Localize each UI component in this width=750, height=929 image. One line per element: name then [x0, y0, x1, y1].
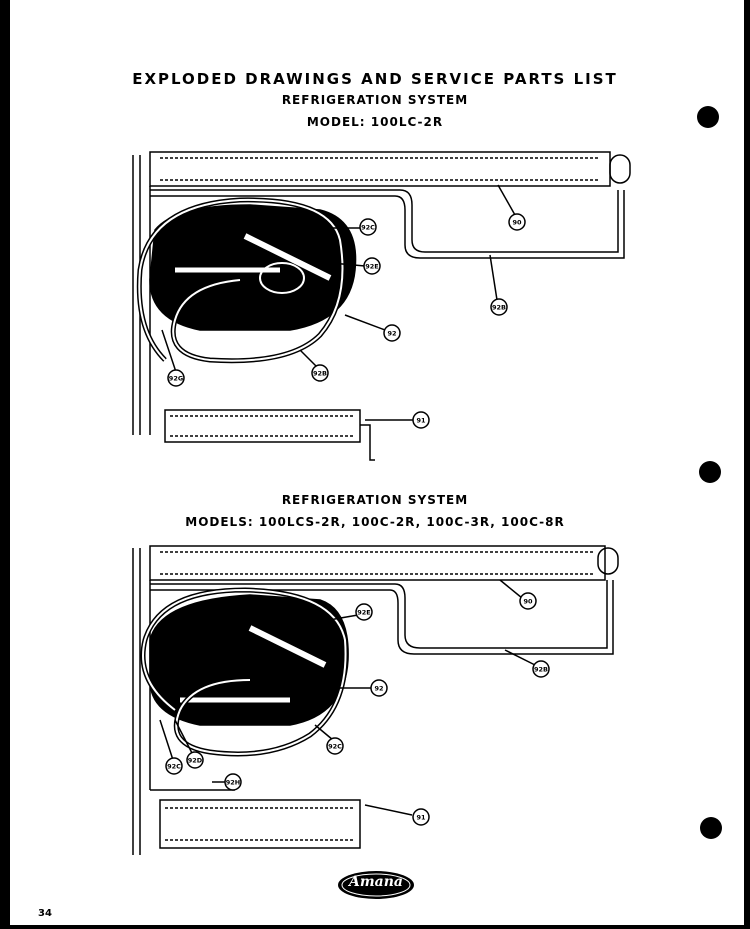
section2-model-line: MODELS: 100LCS-2R, 100C-2R, 100C-3R, 100…	[185, 515, 565, 529]
page-title: EXPLODED DRAWINGS AND SERVICE PARTS LIST	[132, 70, 618, 88]
callout-label: 91	[416, 814, 426, 822]
evaporator-coil	[149, 545, 606, 581]
callout-label: 92E	[365, 263, 379, 271]
section1-subtitle: REFRIGERATION SYSTEM	[281, 93, 469, 107]
callout-label: 92G	[169, 375, 183, 383]
callout-label: 92B	[534, 666, 548, 674]
callout-label: 90	[523, 598, 533, 606]
section2-subtitle: REFRIGERATION SYSTEM	[281, 493, 469, 507]
callout-label: 92H	[226, 779, 241, 787]
callout-label: 92	[374, 685, 383, 693]
callout-label: 92B	[492, 304, 506, 312]
amana-logo-icon	[338, 871, 414, 899]
condenser-coil	[159, 799, 361, 849]
callout-label: 90	[512, 219, 522, 227]
callout-label: 92C	[328, 743, 342, 751]
section1-model-line: MODEL: 100LC-2R	[306, 115, 444, 129]
binder-hole-icon	[697, 106, 719, 128]
callout-label: 92D	[188, 757, 203, 765]
logo-text: Amana	[349, 874, 403, 890]
document-page	[8, 0, 744, 925]
binder-hole-icon	[700, 817, 722, 839]
binder-hole-icon	[699, 461, 721, 483]
condenser-coil	[164, 409, 361, 443]
callout-label: 92C	[167, 763, 181, 771]
callout-label: 92B	[313, 370, 327, 378]
callout-label: 92	[387, 330, 396, 338]
callout-label: 92E	[357, 609, 371, 617]
callout-label: 92C	[361, 224, 375, 232]
page-number: 34	[38, 908, 52, 919]
callout-label: 91	[416, 417, 426, 425]
